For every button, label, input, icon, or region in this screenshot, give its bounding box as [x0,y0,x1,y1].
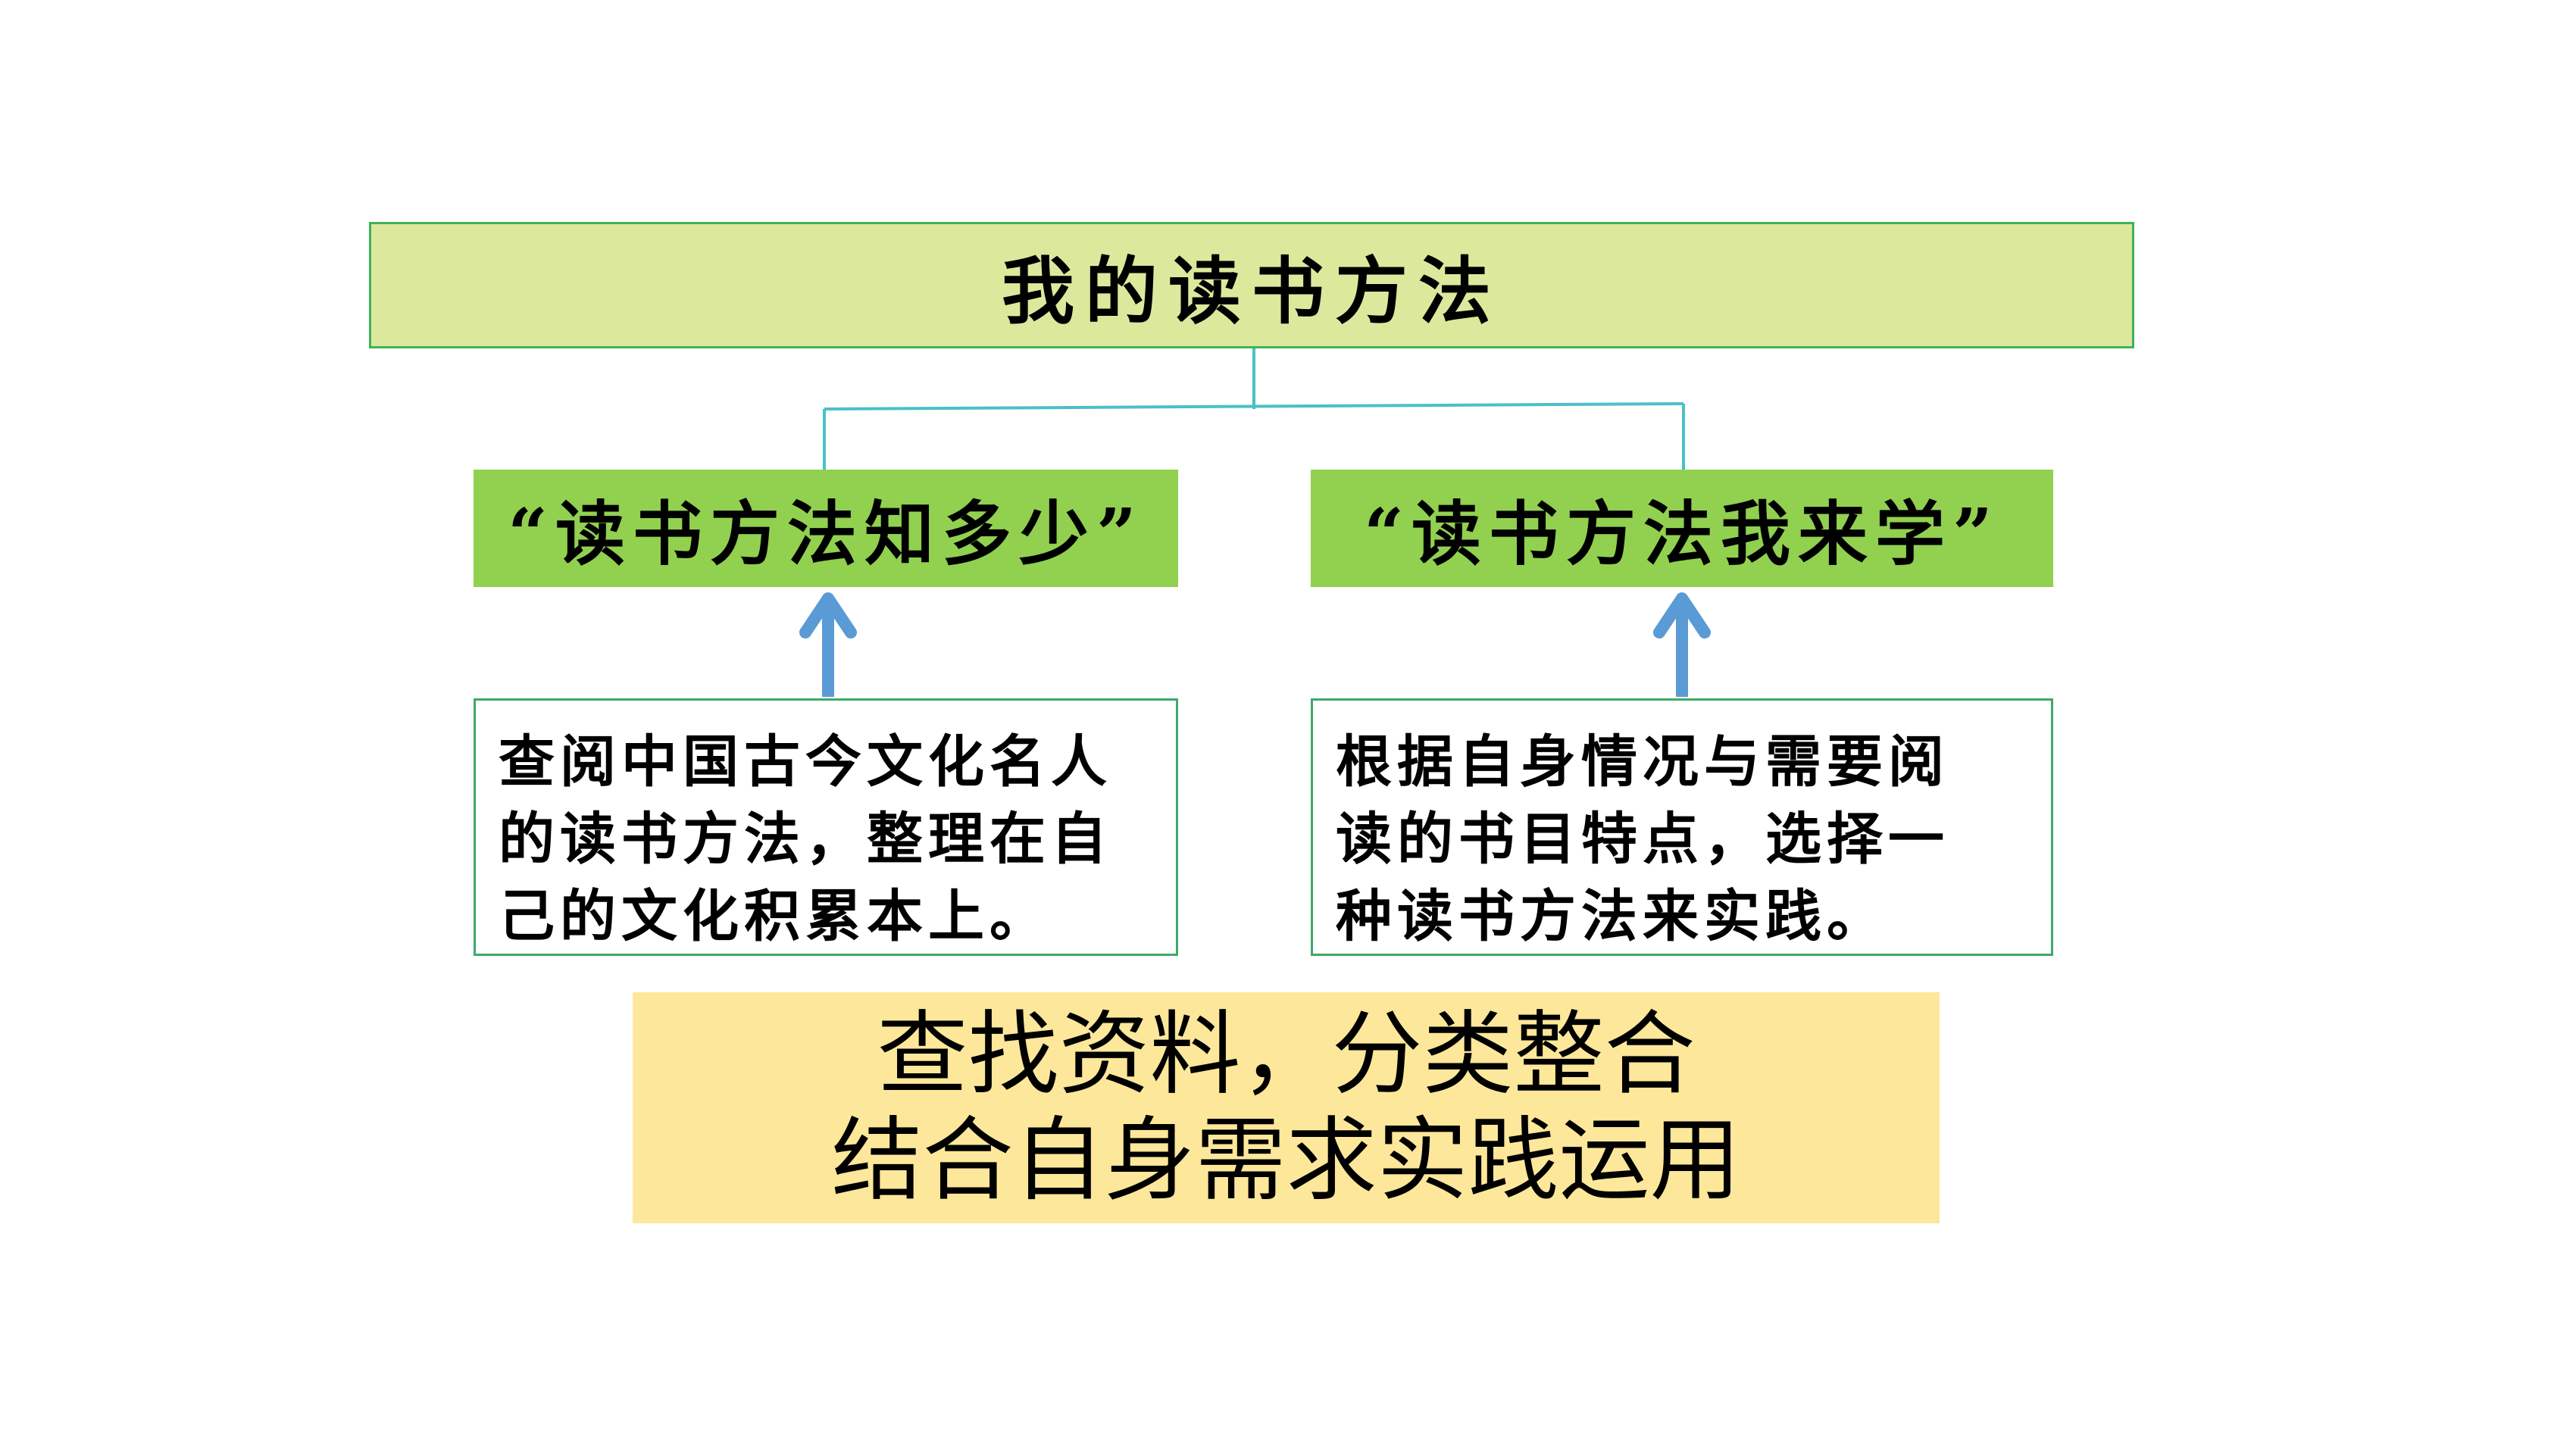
description-box-right: 根据自身情况与需要阅 读的书目特点，选择一 种读书方法来实践。 [1311,698,2053,956]
description-box-left: 查阅中国古今文化名人 的读书方法，整理在自 己的文化积累本上。 [474,698,1178,956]
up-arrow-left-icon [799,592,857,697]
summary-box: 查找资料，分类整合 结合自身需求实践运用 [633,992,1940,1223]
branch-box-left: “读书方法知多少” [474,470,1178,587]
summary-line-2: 结合自身需求实践运用 [831,1107,1741,1213]
diagram-title: 我的读书方法 [369,222,2134,348]
summary-line-1: 查找资料，分类整合 [877,1001,1696,1107]
branch-box-right: “读书方法我来学” [1311,470,2053,587]
connector-bar [824,402,1684,411]
up-arrow-right-icon [1653,592,1711,697]
